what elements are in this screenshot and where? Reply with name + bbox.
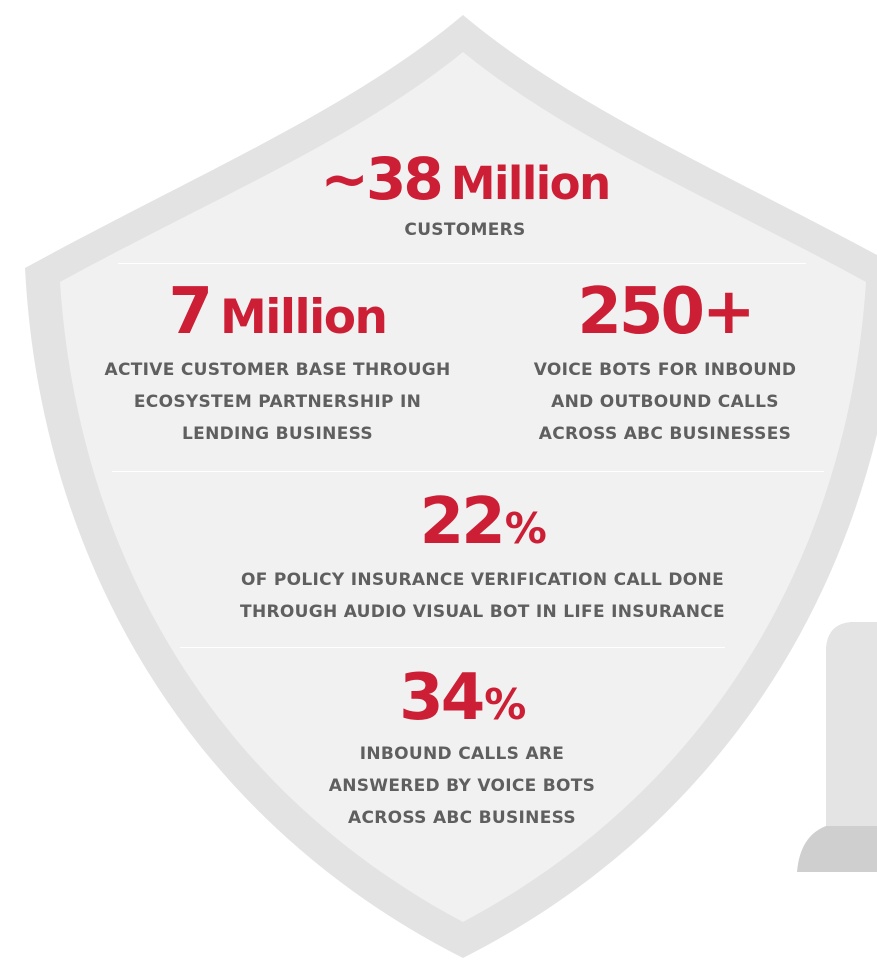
active-base-unit: Million	[220, 290, 388, 345]
stat-inbound-value: 34%	[262, 666, 662, 730]
stat-verification-value: 22%	[180, 490, 785, 554]
pedestal-top	[826, 622, 877, 826]
divider-3	[180, 647, 725, 648]
voice-bots-number: 250+	[577, 275, 755, 349]
verification-number: 22	[419, 485, 506, 559]
divider-2	[112, 471, 824, 472]
stat-customers-label: CUSTOMERS	[404, 220, 526, 240]
stat-voice-bots-value: 250+	[505, 280, 825, 344]
stat-voice-bots: 250+ VOICE BOTS FOR INBOUND AND OUTBOUND…	[505, 280, 825, 450]
verification-unit: %	[504, 504, 547, 553]
stat-verification-label: OF POLICY INSURANCE VERIFICATION CALL DO…	[240, 570, 725, 622]
customers-number: ~38	[320, 145, 443, 213]
inbound-number: 34	[399, 661, 485, 735]
stat-inbound: 34% INBOUND CALLS ARE ANSWERED BY VOICE …	[262, 666, 662, 834]
stat-active-base-label: ACTIVE CUSTOMER BASE THROUGH ECOSYSTEM P…	[104, 360, 451, 444]
stat-inbound-label: INBOUND CALLS ARE ANSWERED BY VOICE BOTS…	[328, 744, 596, 828]
shield-inner	[60, 52, 866, 922]
customers-unit: Million	[450, 157, 611, 210]
divider-1	[118, 263, 806, 264]
inbound-unit: %	[484, 680, 526, 729]
stat-voice-bots-label: VOICE BOTS FOR INBOUND AND OUTBOUND CALL…	[533, 360, 797, 444]
stat-verification: 22% OF POLICY INSURANCE VERIFICATION CAL…	[180, 490, 785, 628]
active-base-number: 7	[168, 275, 213, 349]
